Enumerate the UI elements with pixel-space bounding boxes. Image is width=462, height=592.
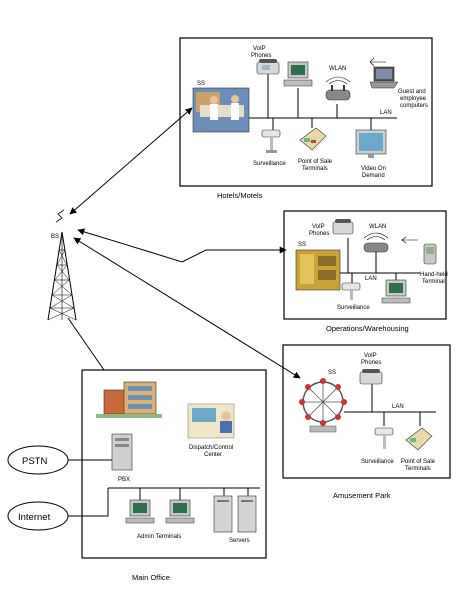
hotels-vod-label-2: Demand	[362, 173, 385, 179]
park-title: Amusement Park	[333, 491, 391, 500]
handheld-terminal-icon	[423, 243, 437, 265]
hotels-pos-label-2: Terminals	[302, 166, 328, 172]
park-pos-label-1: Point of Sale	[401, 459, 436, 465]
ferris-wheel-image	[299, 378, 347, 433]
wlan-router-icon	[325, 76, 351, 101]
hotels-voip-label-2: Phones	[251, 53, 271, 59]
hotels-title: Hotels/Motels	[217, 191, 263, 200]
office-title: Main Office	[132, 573, 170, 582]
warehouse-ss-label: SS	[298, 242, 306, 248]
park-lan-label: LAN	[392, 404, 404, 410]
link-bs-warehouse	[77, 228, 287, 263]
warehouse-wlan-label: WLAN	[369, 224, 386, 230]
hotels-vod-label-1: Video On	[361, 166, 386, 172]
surveillance-camera-icon	[341, 282, 361, 300]
internet-label: Internet	[18, 512, 51, 523]
warehouse-handheld-label-1: Hand-held	[420, 272, 448, 278]
hotels-voip-label-1: VoIP	[253, 46, 266, 52]
link-bs-hotels	[69, 107, 193, 215]
park-voip-label-2: Phones	[361, 360, 381, 366]
warehouse-surveillance-label: Surveillance	[337, 305, 370, 311]
admin-terminal-icon	[125, 499, 155, 524]
hotels-wlan-label: WLAN	[329, 66, 346, 72]
hotels-pos-label-1: Point of Sale	[298, 159, 333, 165]
office-dispatch-label-1: Dispatch/Control	[189, 445, 233, 451]
hotels-guest-label-3: computers	[400, 103, 428, 109]
antenna-signal-icon	[55, 209, 65, 223]
link-bs-office	[67, 317, 105, 371]
hotels-node	[192, 57, 399, 158]
hotels-guest-label-2: employee	[400, 96, 427, 102]
warehouse-handheld-label-2: Terminal	[422, 279, 445, 285]
office-admin-label: Admin Terminals	[137, 534, 181, 540]
warehouse-node	[295, 219, 437, 304]
admin-terminal-icon	[165, 499, 195, 524]
park-node	[299, 369, 436, 451]
server-icon	[213, 495, 257, 533]
pstn-label: PSTN	[22, 456, 47, 467]
warehouse-voip-label-2: Phones	[309, 231, 329, 237]
hotels-ss-label: SS	[197, 81, 205, 87]
warehouse-voip-label-1: VoIP	[312, 224, 325, 230]
hotels-surveillance-label: Surveillance	[253, 161, 286, 167]
voip-phone-icon	[359, 369, 383, 385]
park-pos-label-2: Terminals	[405, 466, 431, 472]
desktop-computer-icon	[381, 279, 411, 304]
hotels-guest-label-1: Guest and	[398, 89, 426, 95]
surveillance-camera-icon	[261, 129, 281, 153]
warehouse-title: Operations/Warehousing	[326, 324, 409, 333]
hotels-lan-label: LAN	[380, 110, 392, 116]
tv-monitor-icon	[355, 129, 387, 158]
pos-terminal-icon	[405, 427, 433, 451]
park-surveillance-label: Surveillance	[361, 459, 394, 465]
voip-phone-icon	[256, 59, 280, 75]
warehouse-lan-label: LAN	[365, 276, 377, 282]
voip-phone-icon	[332, 219, 354, 235]
office-node	[96, 381, 260, 533]
laptop-icon	[369, 57, 399, 89]
surveillance-camera-icon	[374, 427, 394, 449]
pos-terminal-icon	[299, 127, 327, 151]
dispatch-center-image	[187, 403, 235, 439]
office-building-image	[96, 381, 162, 418]
base-station-tower	[47, 209, 77, 321]
park-voip-label-1: VoIP	[364, 353, 377, 359]
office-pbx-label: PBX	[118, 477, 130, 483]
bs-label: BS	[51, 234, 59, 240]
office-dispatch-label-2: Center	[204, 452, 222, 458]
park-ss-label: SS	[328, 370, 336, 376]
link-internet-lan	[68, 488, 109, 517]
wireless-arrow-icon	[401, 236, 418, 244]
desktop-computer-icon	[283, 61, 313, 87]
wlan-router-icon	[363, 232, 389, 253]
pbx-icon	[111, 433, 133, 471]
link-bs-park	[73, 237, 301, 379]
office-servers-label: Servers	[229, 538, 250, 544]
